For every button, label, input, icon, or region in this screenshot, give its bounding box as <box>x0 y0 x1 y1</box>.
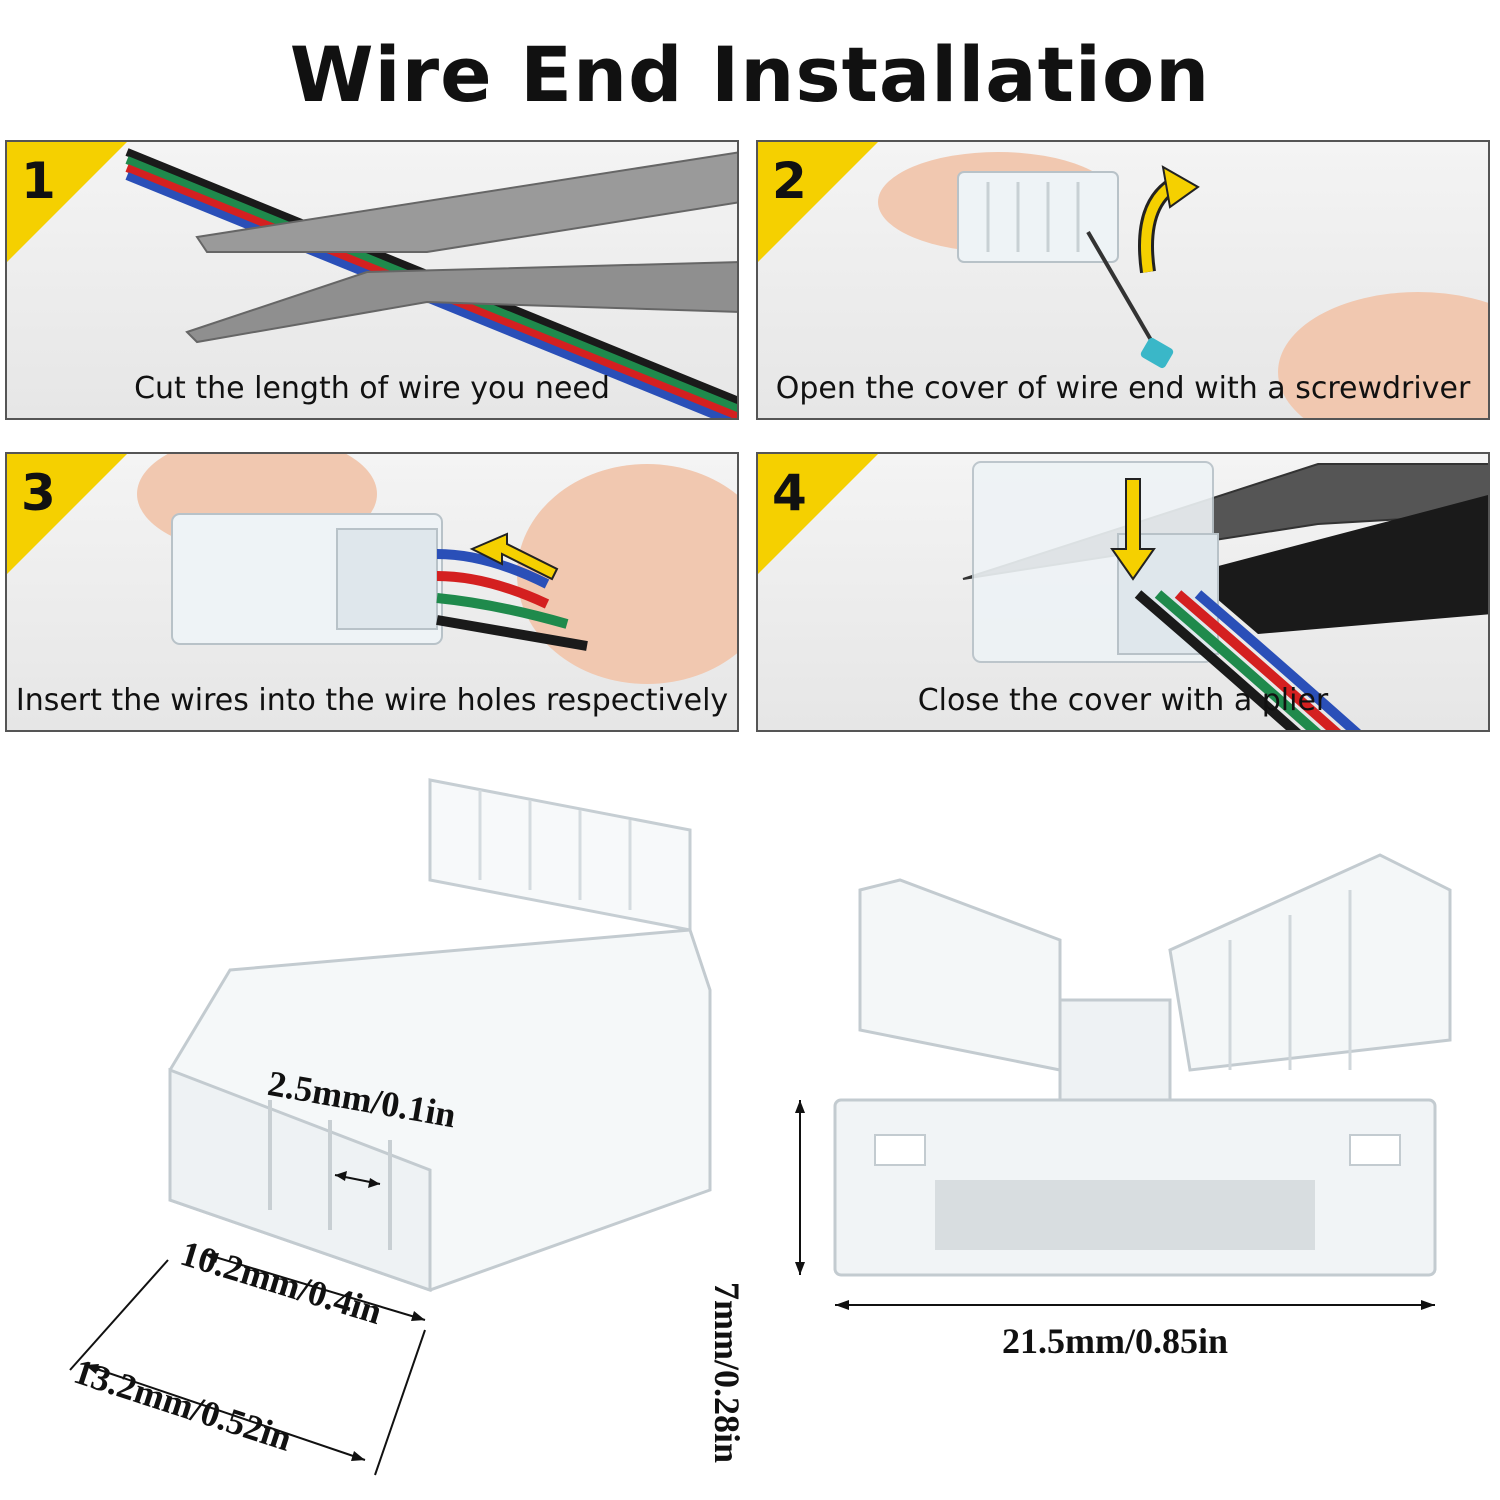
pin-pitch-dimension-line <box>334 1171 381 1188</box>
scissors-cutting-wire-illustration <box>125 148 737 418</box>
step-number: 2 <box>772 152 807 210</box>
inner-width-dimension-line <box>204 1253 426 1321</box>
rgb-wires <box>436 549 588 651</box>
height-dimension-line <box>795 1100 805 1275</box>
step-2-panel: 2 Open the cover of wire end with a scre… <box>756 140 1490 420</box>
step-badge <box>7 454 127 574</box>
height-label: 7mm/0.28in <box>707 1282 747 1464</box>
screwdriver <box>1086 230 1174 369</box>
page-title: Wire End Installation <box>289 30 1211 119</box>
connector-front-view <box>168 778 712 1293</box>
rgb-wires <box>1134 590 1362 730</box>
connector-clip <box>171 513 443 645</box>
step-1-panel: 1 Cut the length of wire you need <box>5 140 739 420</box>
scissors-blades <box>185 151 737 344</box>
screwdriver-opening-cover-illustration <box>878 152 1488 418</box>
step-caption: Open the cover of wire end with a screwd… <box>775 371 1471 406</box>
step-3-panel: 3 Insert the wires into the wire holes r… <box>5 452 739 732</box>
step-caption: Cut the length of wire you need <box>134 371 610 406</box>
product-dimension-views <box>69 778 1452 1476</box>
connector-side-view <box>833 853 1452 1277</box>
step-badge <box>7 142 127 262</box>
step-caption: Insert the wires into the wire holes res… <box>15 683 729 718</box>
connector-clip <box>957 171 1119 263</box>
step-number: 4 <box>772 464 807 522</box>
step-badge <box>758 142 878 262</box>
length-dimension-line <box>835 1300 1435 1310</box>
step-caption: Close the cover with a plier <box>917 683 1329 718</box>
outer-width-dimension-line <box>69 1259 426 1476</box>
step-badge <box>758 454 878 574</box>
inserting-wires-illustration <box>137 454 737 684</box>
step-number: 1 <box>21 152 56 210</box>
plier-closing-cover-illustration <box>962 461 1488 730</box>
length-label: 21.5mm/0.85in <box>1002 1321 1229 1361</box>
step-4-panel: 4 Close the cover with a plier <box>756 452 1490 732</box>
step-number: 3 <box>21 464 56 522</box>
